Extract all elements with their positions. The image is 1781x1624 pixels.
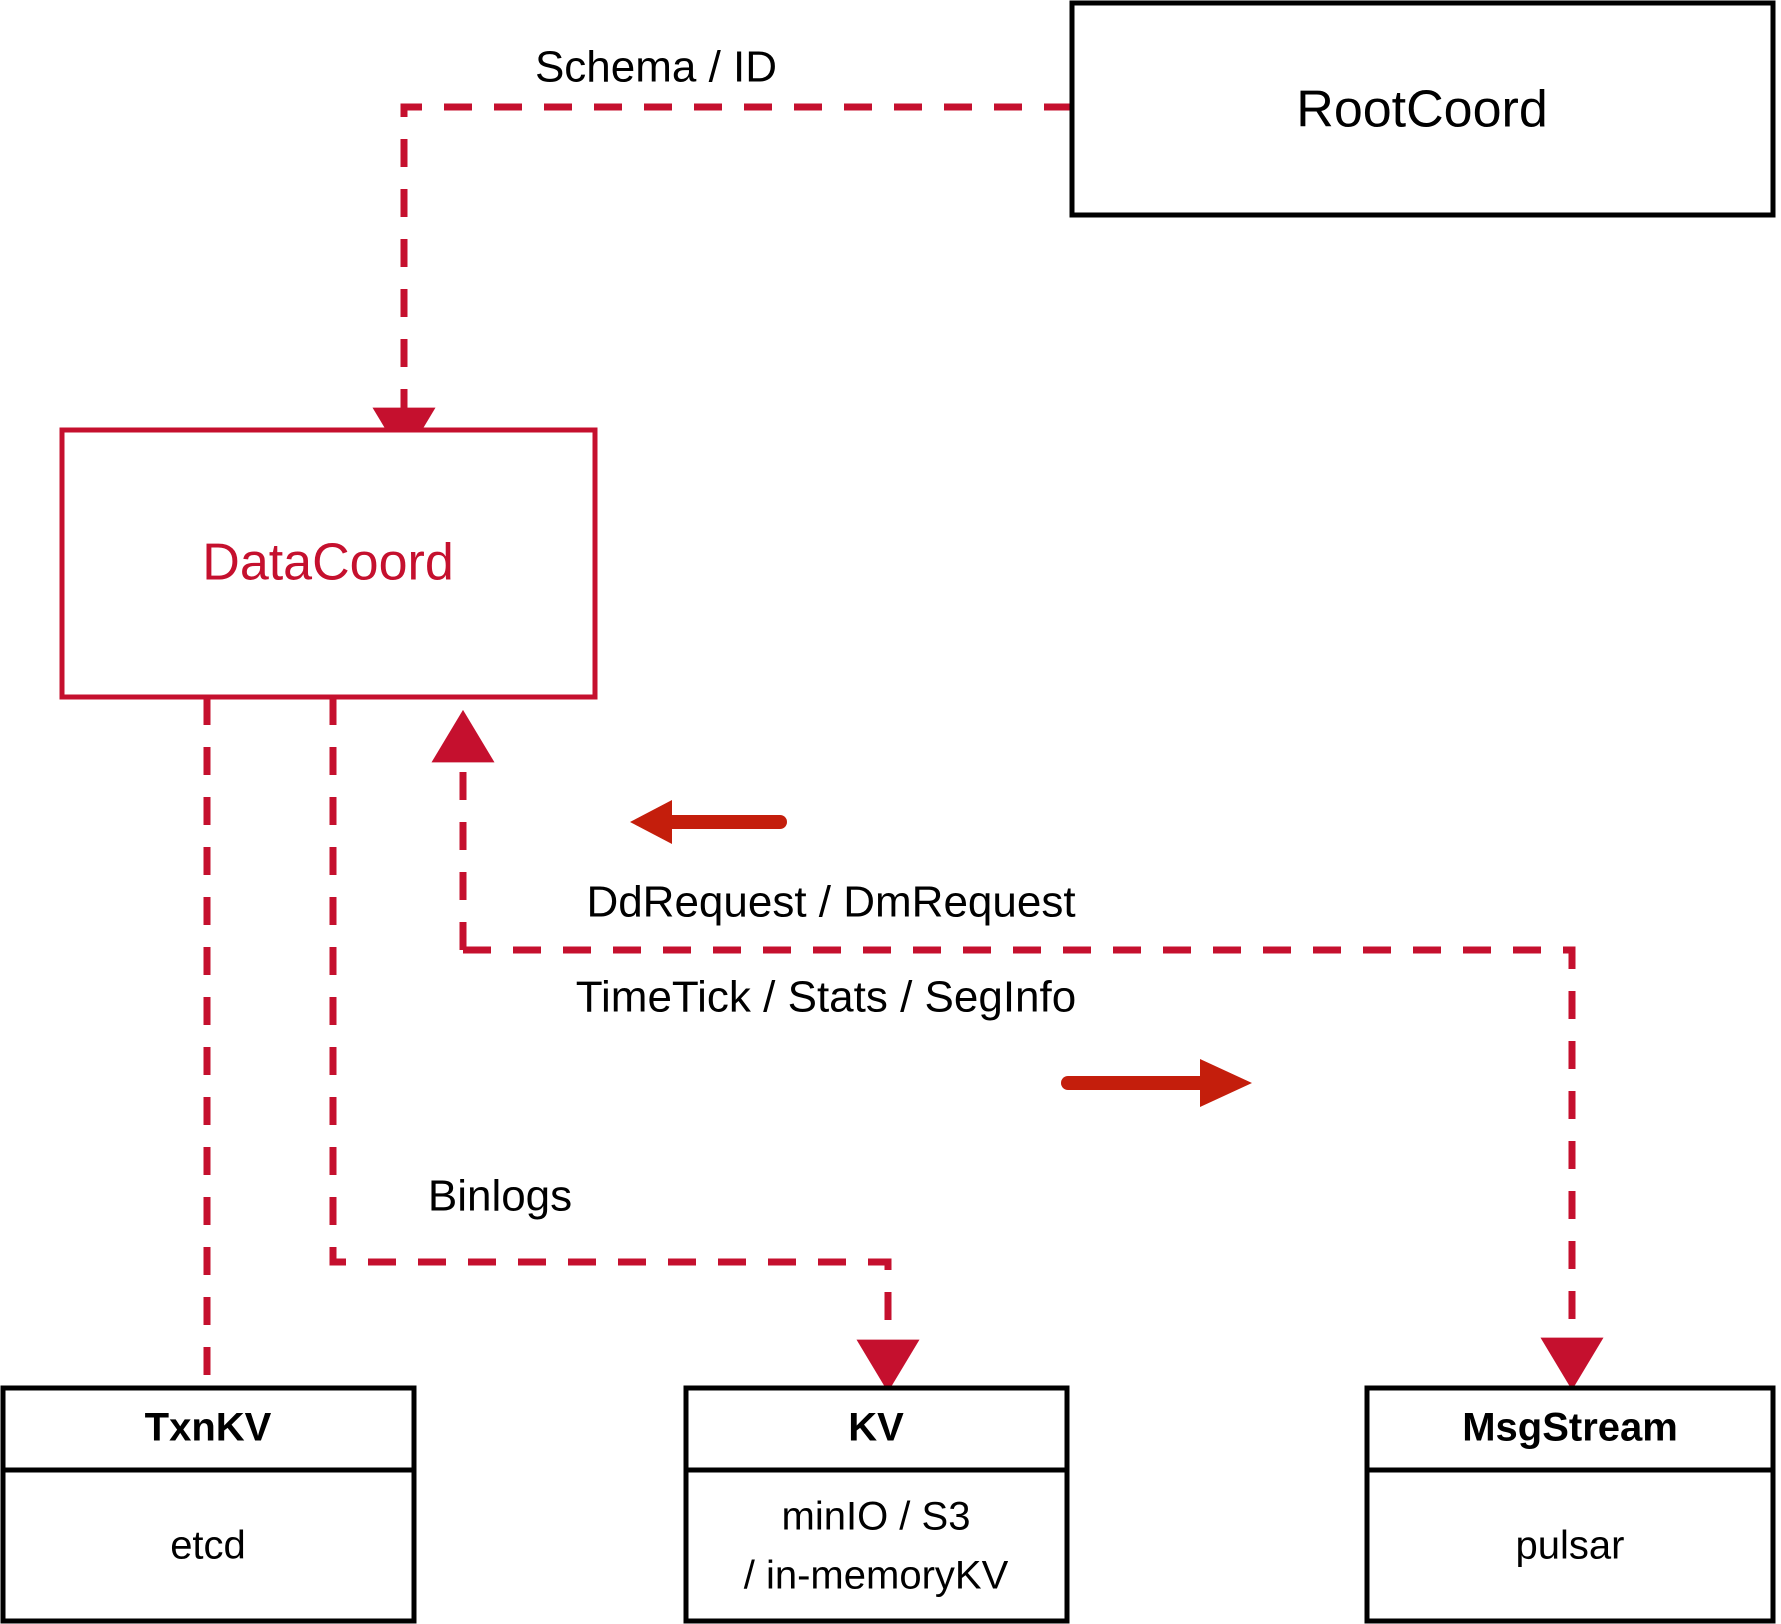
msgstream-title: MsgStream xyxy=(1462,1406,1678,1450)
rootcoord-label: RootCoord xyxy=(1296,81,1547,139)
node-kv[interactable]: KV minIO / S3 / in-memoryKV xyxy=(683,1385,1070,1624)
node-datacoord[interactable]: DataCoord xyxy=(59,427,598,700)
rootcoord-box[interactable] xyxy=(1069,0,1776,218)
kv-subtitle-line2: / in-memoryKV xyxy=(744,1554,1009,1598)
node-rootcoord[interactable]: RootCoord xyxy=(1069,0,1776,218)
kv-title: KV xyxy=(848,1406,904,1450)
msgstream-subtitle: pulsar xyxy=(1516,1524,1625,1568)
edge-label-schema-id: Schema / ID xyxy=(535,43,777,92)
edge-label-binlogs: Binlogs xyxy=(428,1172,572,1221)
node-msgstream[interactable]: MsgStream pulsar xyxy=(1364,1385,1776,1624)
edge-label-dd-dm-request: DdRequest / DmRequest xyxy=(586,878,1075,927)
datacoord-label: DataCoord xyxy=(202,534,453,592)
txnkv-title: TxnKV xyxy=(145,1406,272,1450)
direction-arrow-right xyxy=(1061,1059,1252,1107)
kv-box[interactable] xyxy=(683,1385,1070,1624)
edge-binlogs xyxy=(329,697,920,1393)
datacoord-box[interactable] xyxy=(59,427,598,700)
direction-arrow-left xyxy=(630,800,787,844)
txnkv-subtitle: etcd xyxy=(170,1524,246,1568)
edge-schema-id xyxy=(372,103,1072,461)
txnkv-box[interactable] xyxy=(0,1385,417,1624)
edge-label-timetick-stats-seginfo: TimeTick / Stats / SegInfo xyxy=(576,973,1076,1022)
node-txnkv[interactable]: TxnKV etcd xyxy=(0,1385,417,1624)
msgstream-box[interactable] xyxy=(1364,1385,1776,1624)
kv-subtitle-line1: minIO / S3 xyxy=(782,1495,971,1539)
edge-msgstream-link xyxy=(463,946,1604,1391)
